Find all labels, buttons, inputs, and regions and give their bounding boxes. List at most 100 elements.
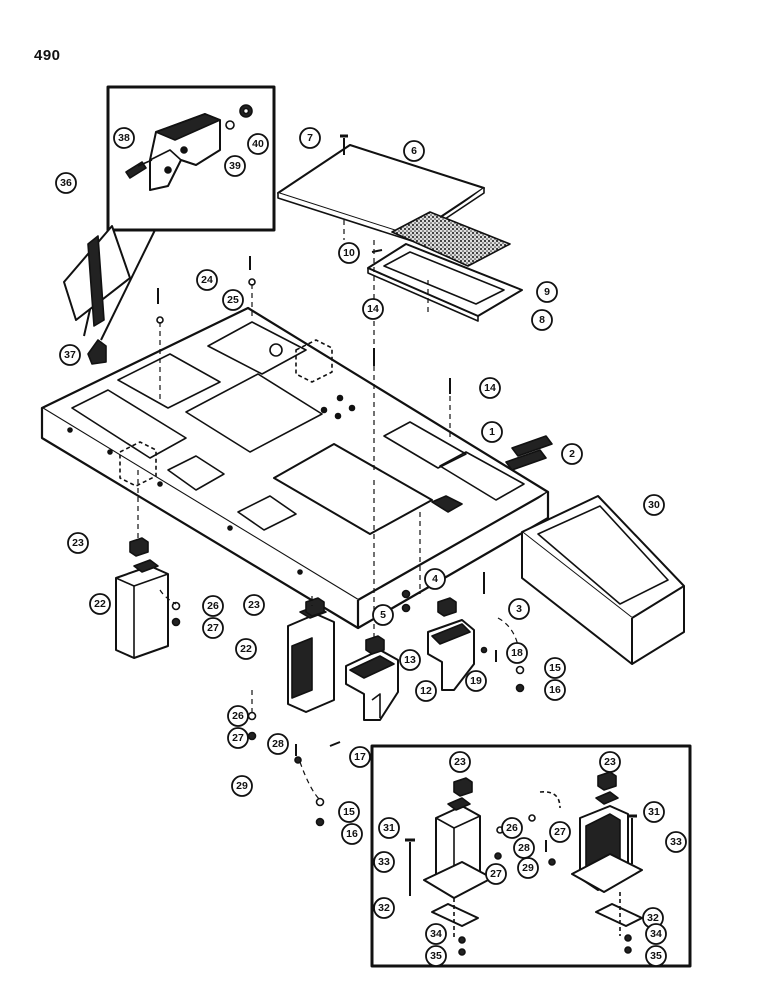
callout-circle-29 [517,857,539,879]
callout-circle-23 [449,751,471,773]
callout-circle-8 [531,309,553,331]
callout-circle-13 [399,649,421,671]
callout-label-26: 26 [232,710,244,722]
callout-label-38: 38 [118,132,130,144]
callout-label-26: 26 [506,822,518,834]
inset-frame-top [106,85,276,232]
callout-circle-35 [425,945,447,967]
callout-circle-10 [338,242,360,264]
callout-circle-14 [362,298,384,320]
callout-label-39: 39 [229,160,241,172]
callout-circle-6 [403,140,425,162]
callout-label-19: 19 [470,675,482,687]
callout-label-6: 6 [411,145,417,157]
callout-label-27: 27 [490,868,502,880]
callout-label-29: 29 [236,780,248,792]
callout-label-23: 23 [454,756,466,768]
callout-circle-23 [243,594,265,616]
parts-artwork [40,85,692,968]
callout-circle-16 [341,823,363,845]
callout-circle-19 [465,670,487,692]
callouts: 1234567891012131414151516161718192222232… [55,127,687,967]
callout-label-29: 29 [522,862,534,874]
callout-circle-27 [549,821,571,843]
callout-label-33: 33 [670,836,682,848]
callout-circle-12 [415,680,437,702]
callout-label-27: 27 [207,622,219,634]
callout-label-32: 32 [378,902,390,914]
callout-label-31: 31 [648,806,660,818]
callout-circle-34 [425,923,447,945]
callout-label-8: 8 [539,314,545,326]
callout-label-16: 16 [549,684,561,696]
callout-label-17: 17 [354,751,366,763]
callout-label-12: 12 [420,685,432,697]
callout-circle-28 [267,733,289,755]
callout-circle-17 [349,746,371,768]
callout-circle-31 [378,817,400,839]
callout-label-37: 37 [64,349,76,361]
callout-circle-2 [561,443,583,465]
callout-circle-15 [544,657,566,679]
callout-label-35: 35 [430,950,442,962]
callout-label-22: 22 [94,598,106,610]
callout-circle-40 [247,133,269,155]
callout-label-34: 34 [430,928,442,940]
callout-label-35: 35 [650,950,662,962]
callout-circle-32 [373,897,395,919]
callout-label-13: 13 [404,654,416,666]
callout-circle-36 [55,172,77,194]
callout-circle-39 [224,155,246,177]
callout-label-18: 18 [511,647,523,659]
callout-circle-15 [338,801,360,823]
callout-label-22: 22 [240,643,252,655]
callout-label-10: 10 [343,247,355,259]
callout-circle-25 [222,289,244,311]
callout-label-24: 24 [201,274,213,286]
callout-circle-1 [481,421,503,443]
callout-circle-14 [479,377,501,399]
callout-label-23: 23 [604,756,616,768]
callout-label-23: 23 [248,599,260,611]
callout-label-5: 5 [380,609,386,621]
callout-circle-27 [202,617,224,639]
callout-label-4: 4 [432,573,438,585]
callout-label-14: 14 [484,382,496,394]
callout-label-36: 36 [60,177,72,189]
callout-circle-33 [665,831,687,853]
callout-circle-27 [485,863,507,885]
callout-circle-3 [508,598,530,620]
callout-label-27: 27 [232,732,244,744]
callout-circle-23 [599,751,621,773]
inset-frame-bottom [370,744,692,968]
callout-label-28: 28 [272,738,284,750]
callout-label-28: 28 [518,842,530,854]
callout-label-3: 3 [516,603,522,615]
callout-label-9: 9 [544,286,550,298]
callout-label-14: 14 [367,303,379,315]
callout-circle-37 [59,344,81,366]
callout-circle-7 [299,127,321,149]
callout-label-31: 31 [383,822,395,834]
callout-circle-5 [372,604,394,626]
callout-label-7: 7 [307,132,313,144]
callout-circle-26 [202,595,224,617]
callout-circle-16 [544,679,566,701]
callout-label-26: 26 [207,600,219,612]
callout-label-30: 30 [648,499,660,511]
callout-circle-9 [536,281,558,303]
callout-circle-27 [227,727,249,749]
callout-circle-26 [227,705,249,727]
callout-circle-4 [424,568,446,590]
callout-circle-23 [67,532,89,554]
callout-circle-38 [113,127,135,149]
callout-label-32: 32 [647,912,659,924]
callout-label-27: 27 [554,826,566,838]
callout-circle-18 [506,642,528,664]
callout-label-33: 33 [378,856,390,868]
callout-label-25: 25 [227,294,239,306]
callout-circle-22 [89,593,111,615]
callout-circle-26 [501,817,523,839]
callout-circle-29 [231,775,253,797]
